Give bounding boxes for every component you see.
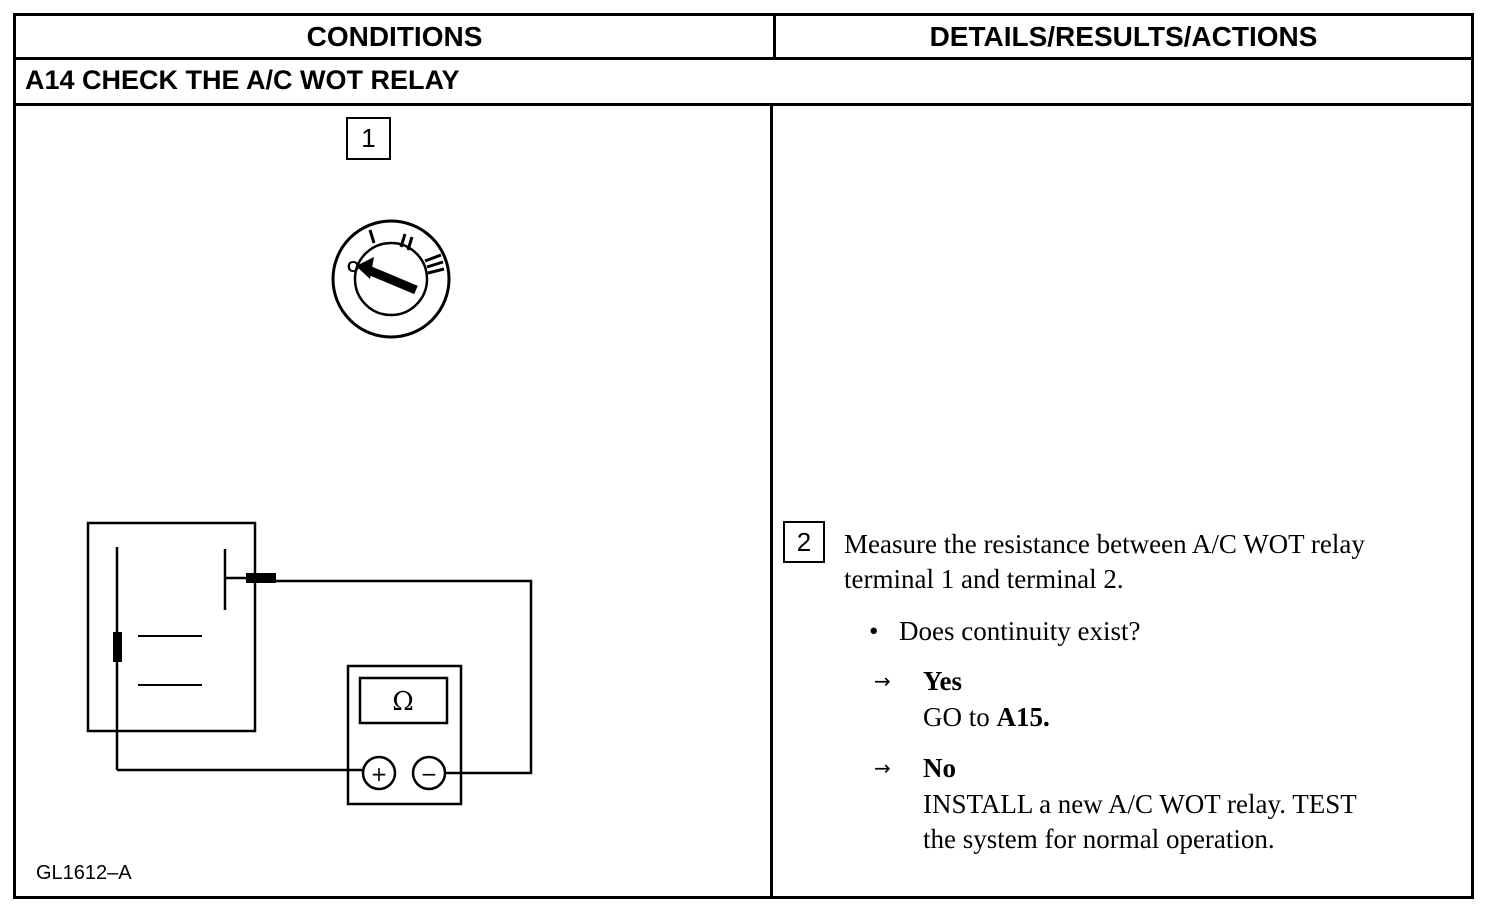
conditions-header: CONDITIONS (16, 16, 776, 60)
ohmmeter: Ω + − (346, 664, 463, 806)
step-title: A14 CHECK THE A/C WOT RELAY (16, 60, 1471, 106)
ignition-switch-icon: O (331, 219, 451, 339)
instruction-line-2: terminal 1 and terminal 2. (844, 564, 1124, 594)
question: Does continuity exist? (899, 616, 1141, 646)
step-1-box: 1 (346, 117, 391, 160)
negative-terminal-label: − (421, 762, 438, 786)
yes-action-prefix: GO to (923, 702, 997, 732)
negative-terminal-icon (411, 755, 447, 791)
step-2-box: 2 (783, 521, 825, 563)
yes-action: GO to A15. (923, 700, 1050, 735)
yes-action-target: A15. (996, 702, 1050, 732)
yes-arrow-icon: → (874, 669, 891, 693)
no-action-line-1: INSTALL a new A/C WOT relay. TEST (923, 789, 1357, 819)
column-divider (770, 106, 773, 896)
table-body: CONDITIONS DETAILS/RESULTS/ACTIONS A14 C… (16, 16, 1471, 896)
ignition-position-off: O (347, 259, 359, 276)
no-arrow-icon: → (874, 756, 891, 780)
bullet: • (869, 616, 879, 646)
positive-terminal-icon (361, 755, 397, 791)
diagnostic-table (13, 13, 1474, 899)
instruction-line-1: Measure the resistance between A/C WOT r… (844, 529, 1365, 559)
ohm-symbol: Ω (392, 687, 414, 717)
figure-id: GL1612–A (36, 862, 132, 884)
yes-label: Yes (923, 666, 962, 696)
relay-connector (86, 521, 276, 770)
no-action-line-2: the system for normal operation. (923, 824, 1275, 854)
no-label: No (923, 753, 956, 783)
positive-terminal-label: + (371, 762, 388, 786)
details-header: DETAILS/RESULTS/ACTIONS (776, 16, 1471, 60)
test-leads (117, 579, 533, 775)
